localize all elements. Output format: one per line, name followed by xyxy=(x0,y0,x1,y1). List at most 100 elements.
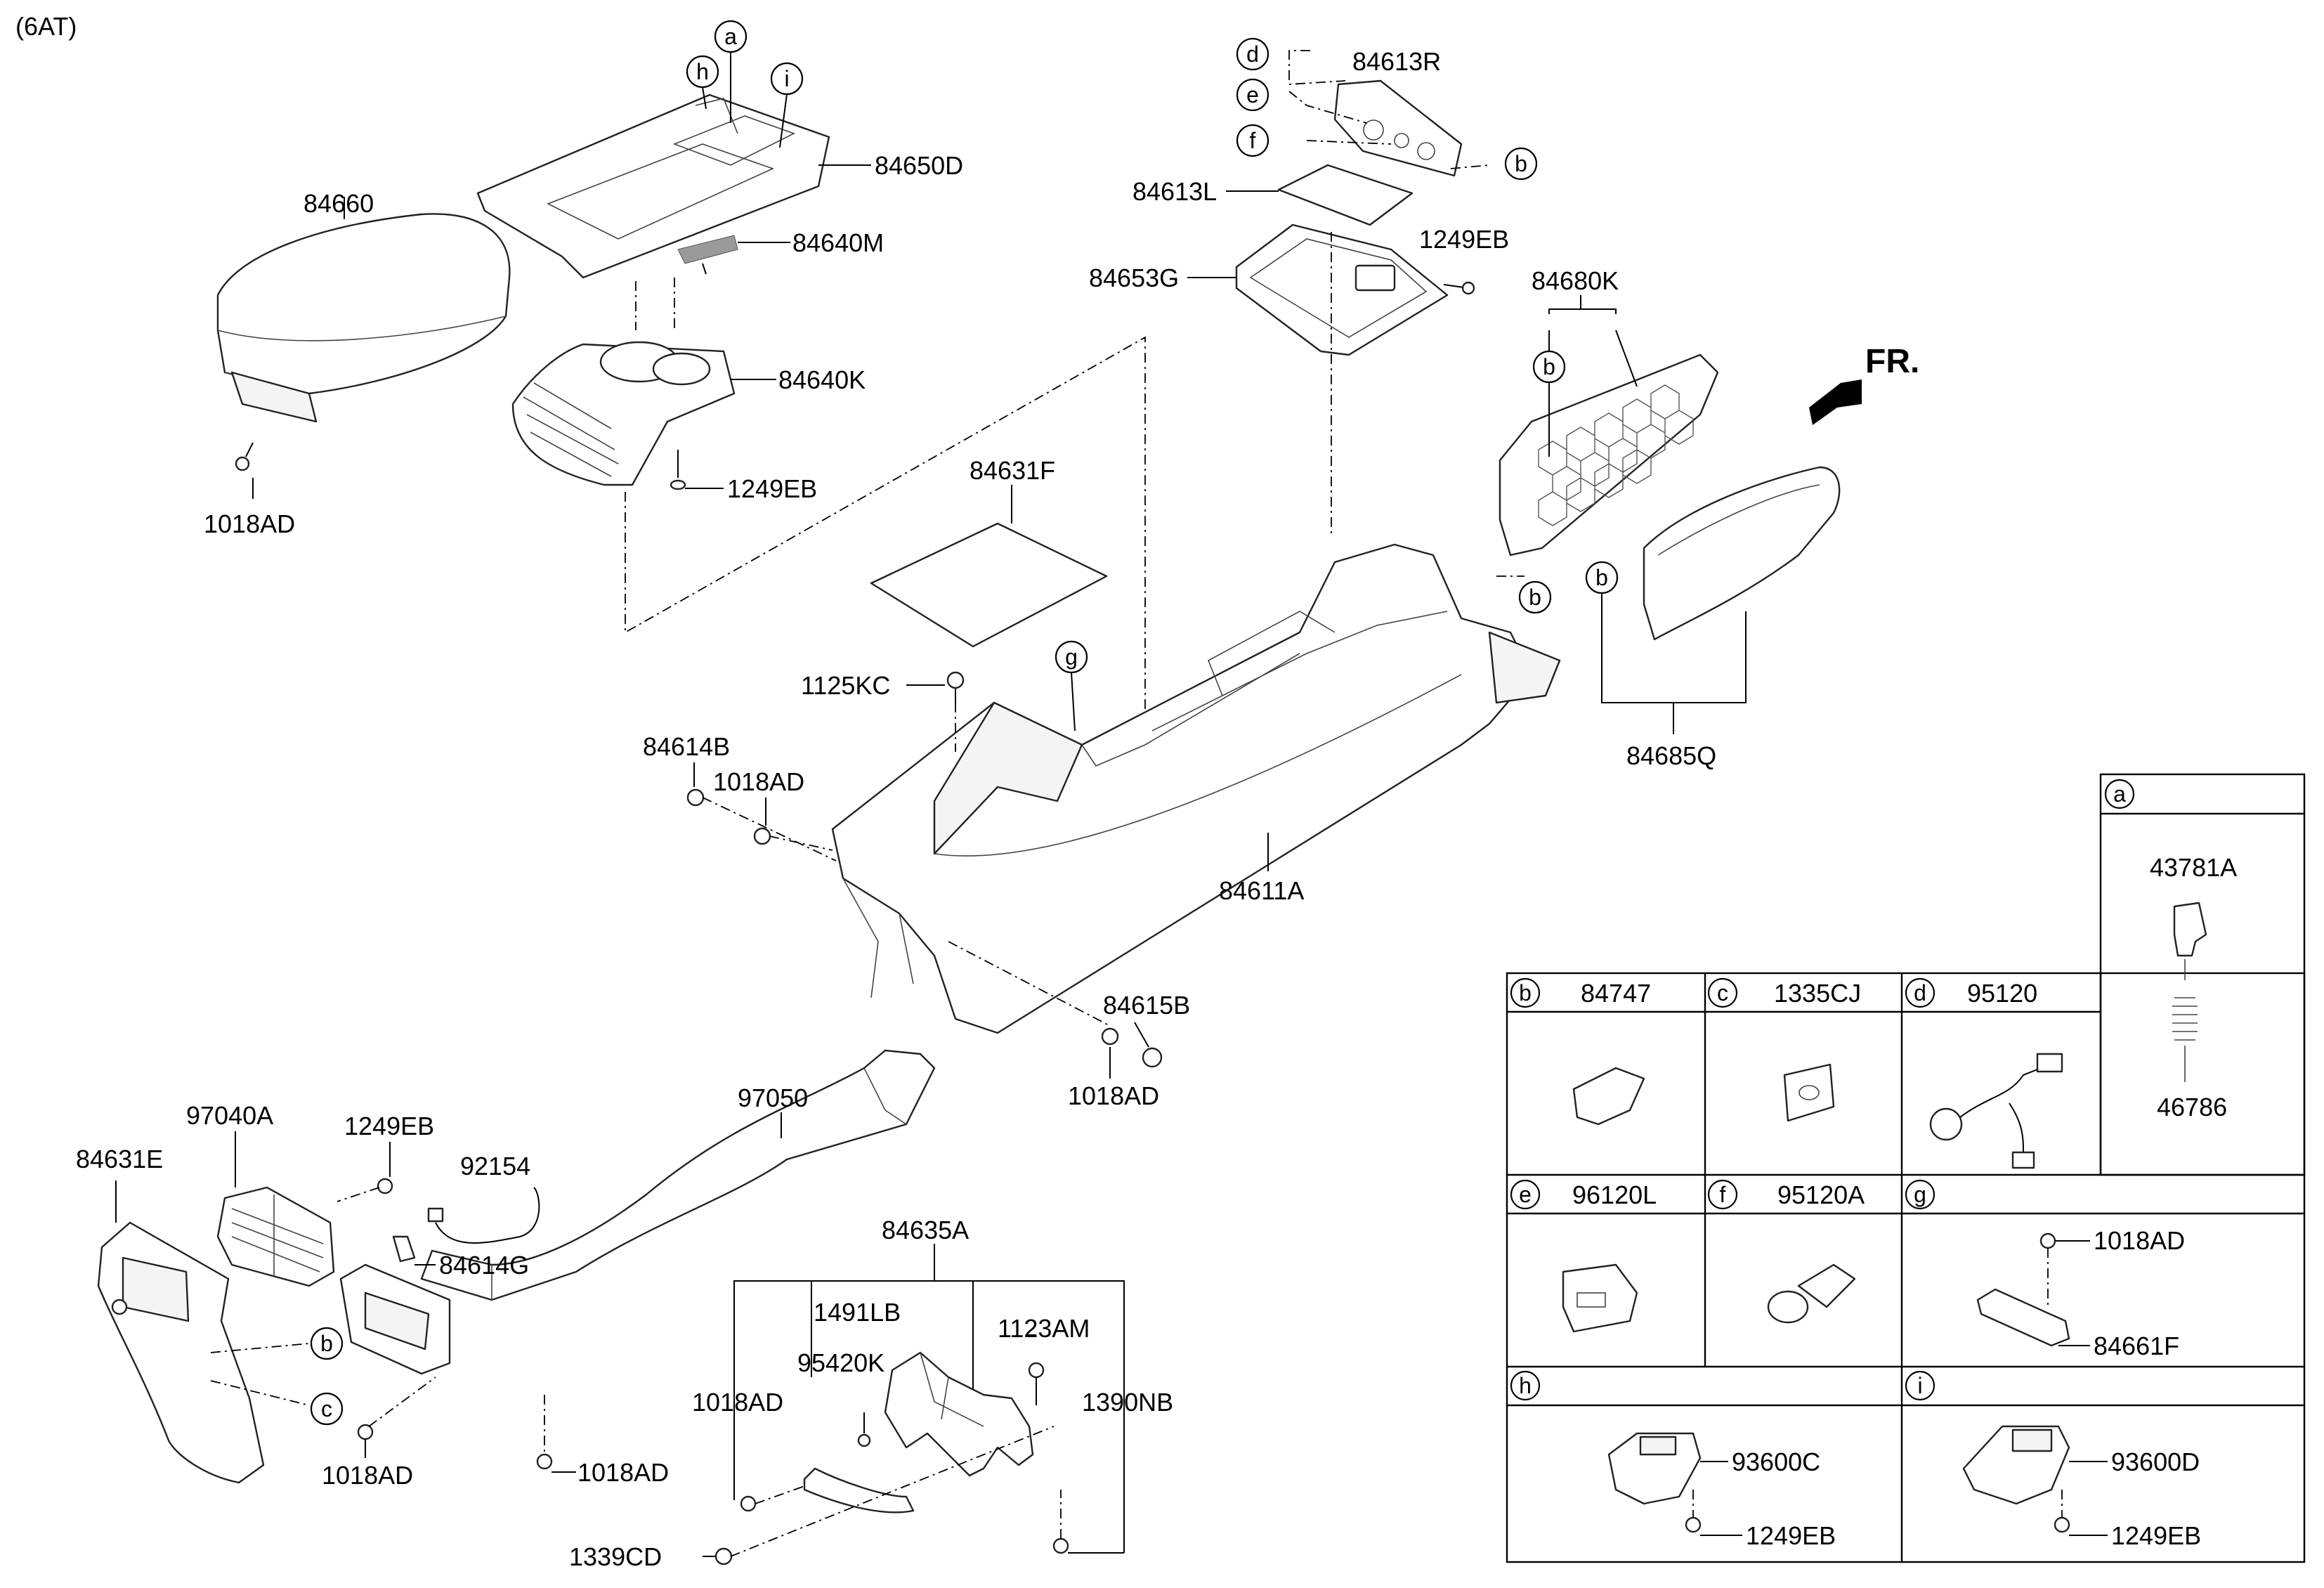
svg-text:b: b xyxy=(1515,151,1527,176)
front-direction-arrow-icon xyxy=(1809,379,1862,425)
svg-text:h: h xyxy=(1519,1373,1532,1398)
bracket-84614G-drawing xyxy=(392,1235,416,1263)
legend-callout-i: i xyxy=(1905,1370,1935,1401)
label-84640K: 84640K xyxy=(778,365,866,394)
svg-text:b: b xyxy=(320,1331,333,1356)
callout-h: h xyxy=(686,55,719,89)
label-1249EB-top: 1249EB xyxy=(727,474,817,503)
svg-text:b: b xyxy=(1595,565,1608,590)
svg-text:f: f xyxy=(1250,128,1256,153)
callout-f: f xyxy=(1236,124,1269,157)
label-92154: 92154 xyxy=(460,1152,530,1180)
legend-f-jack-drawing xyxy=(1767,1263,1856,1324)
legend-a-part-2: 46786 xyxy=(2157,1093,2227,1121)
legend-i-part-1: 93600D xyxy=(2111,1447,2200,1476)
label-84614B: 84614B xyxy=(643,732,730,761)
svg-text:c: c xyxy=(1717,980,1728,1005)
legend-g-bracket-drawing xyxy=(1976,1288,2070,1347)
legend-callout-c: c xyxy=(1707,977,1738,1008)
label-1249EB-tray: 1249EB xyxy=(1419,225,1509,254)
panel-84613R-drawing xyxy=(1333,79,1463,177)
legend-g-part-1: 1018AD xyxy=(2094,1226,2185,1255)
label-1018AD-bracket: 1018AD xyxy=(692,1388,783,1417)
svg-text:a: a xyxy=(2113,781,2126,807)
label-84650D: 84650D xyxy=(875,151,963,180)
variant-label: (6AT) xyxy=(15,12,77,41)
label-1125KC: 1125KC xyxy=(801,671,890,700)
label-1390NB: 1390NB xyxy=(1082,1388,1173,1417)
label-84640M: 84640M xyxy=(792,228,884,257)
label-84613R: 84613R xyxy=(1352,47,1441,76)
label-1491LB: 1491LB xyxy=(814,1298,901,1327)
legend-b-clip-drawing xyxy=(1572,1067,1645,1126)
callout-g: g xyxy=(1055,640,1088,674)
callout-b-trim-lower: b xyxy=(1518,580,1552,614)
callout-d: d xyxy=(1236,37,1269,71)
svg-text:e: e xyxy=(1519,1182,1532,1207)
legend-h-part-2: 1249EB xyxy=(1746,1521,1836,1550)
callout-e: e xyxy=(1236,78,1269,112)
label-1339CD: 1339CD xyxy=(569,1542,662,1571)
svg-text:i: i xyxy=(784,66,789,91)
label-84615B: 84615B xyxy=(1103,991,1190,1020)
vent-97040A-drawing xyxy=(216,1186,335,1287)
label-95420K: 95420K xyxy=(797,1348,884,1377)
legend-d-socket-drawing xyxy=(1929,1053,2063,1169)
svg-text:c: c xyxy=(321,1396,332,1421)
pad-84613L-drawing xyxy=(1277,164,1414,226)
label-1018AD-lowleft: 1018AD xyxy=(322,1461,413,1490)
label-84631E: 84631E xyxy=(76,1145,163,1173)
legend-g-part-2: 84661F xyxy=(2094,1332,2179,1360)
svg-text:b: b xyxy=(1543,354,1555,379)
label-1018AD-rear: 1018AD xyxy=(1068,1081,1159,1110)
label-97050: 97050 xyxy=(738,1083,808,1112)
tray-84653G-drawing xyxy=(1235,223,1449,356)
legend-a-part-1: 43781A xyxy=(2150,853,2237,882)
label-1018AD-duct: 1018AD xyxy=(577,1458,669,1487)
label-84631F: 84631F xyxy=(970,456,1055,485)
legend-callout-b: b xyxy=(1510,977,1541,1008)
cupholder-84640K-drawing xyxy=(511,341,736,486)
svg-text:i: i xyxy=(1917,1373,1922,1398)
label-84685Q: 84685Q xyxy=(1626,741,1716,770)
trim-84680K-drawing xyxy=(1499,353,1719,557)
legend-callout-a: a xyxy=(2104,779,2135,809)
harness-92154-drawing xyxy=(427,1187,540,1244)
svg-text:f: f xyxy=(1720,1182,1726,1207)
callout-a: a xyxy=(714,20,748,53)
callout-b-tray: b xyxy=(1504,147,1538,181)
svg-text:h: h xyxy=(696,59,709,84)
legend-a-clip-drawing xyxy=(2172,902,2207,1082)
label-1249EB-vent: 1249EB xyxy=(344,1112,434,1140)
callout-b-trim-upper: b xyxy=(1532,350,1566,384)
tray-duct-lower-drawing xyxy=(339,1263,451,1375)
label-84635A: 84635A xyxy=(882,1216,969,1244)
svg-text:g: g xyxy=(1065,644,1078,670)
trim-84685Q-drawing xyxy=(1643,466,1841,641)
mat-84631F-drawing xyxy=(870,522,1108,648)
label-84660: 84660 xyxy=(303,189,374,218)
svg-text:g: g xyxy=(1914,1182,1926,1207)
legend-callout-d: d xyxy=(1905,977,1935,1008)
svg-text:e: e xyxy=(1246,82,1259,108)
duct-97050-drawing xyxy=(420,1049,936,1301)
console-84611A-drawing xyxy=(831,543,1561,1034)
label-1018AD-side: 1018AD xyxy=(713,767,804,796)
svg-text:a: a xyxy=(724,24,737,49)
bezel-84650D-drawing xyxy=(476,93,830,279)
legend-table xyxy=(1506,773,2306,1563)
legend-e-part: 96120L xyxy=(1572,1180,1657,1209)
legend-d-part: 95120 xyxy=(1967,979,2037,1008)
label-1018AD-armrest: 1018AD xyxy=(204,509,295,538)
legend-callout-h: h xyxy=(1510,1370,1541,1401)
legend-callout-f: f xyxy=(1707,1179,1738,1210)
legend-i-part-2: 1249EB xyxy=(2111,1521,2201,1550)
legend-c-part: 1335CJ xyxy=(1774,979,1861,1008)
label-84613L: 84613L xyxy=(1132,177,1217,206)
legend-b-part: 84747 xyxy=(1581,979,1651,1008)
legend-i-switch-drawing xyxy=(1962,1425,2070,1505)
legend-h-part-1: 93600C xyxy=(1732,1447,1820,1476)
front-direction-label: FR. xyxy=(1865,343,1919,380)
legend-c-nut-drawing xyxy=(1783,1063,1835,1122)
label-84653G: 84653G xyxy=(1089,263,1179,292)
